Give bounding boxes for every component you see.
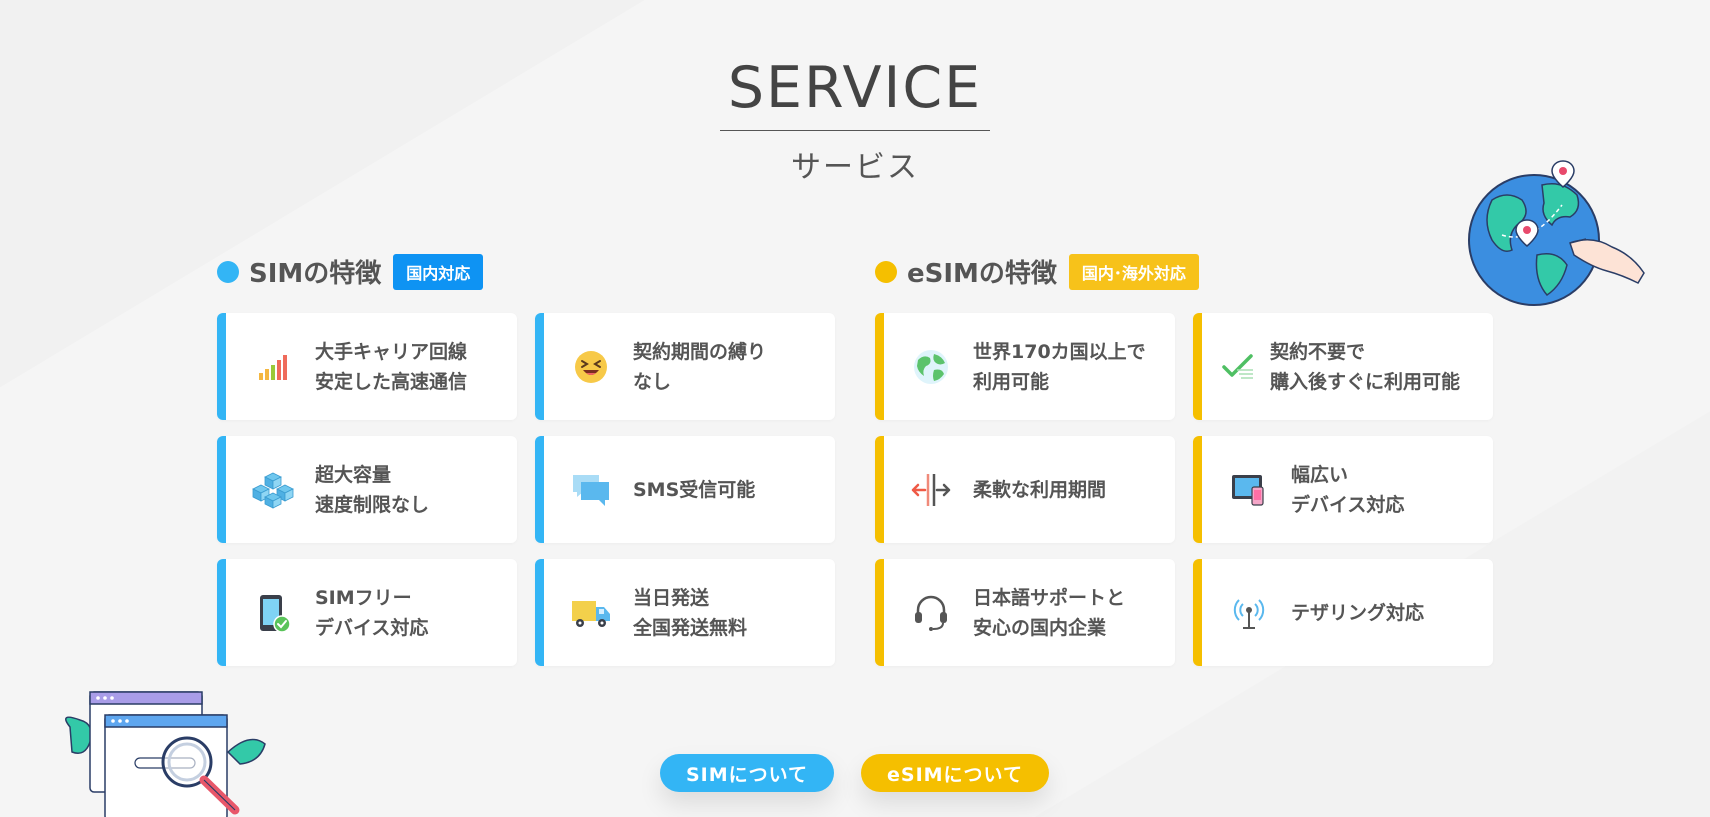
card-accent-bar xyxy=(217,436,226,543)
card-text: 契約不要で 購入後すぐに利用可能 xyxy=(1270,340,1461,393)
headset-icon xyxy=(909,591,953,635)
esim-feature-card: 世界170カ国以上で 利用可能 xyxy=(875,313,1175,420)
checkmark-icon xyxy=(1216,345,1260,389)
card-accent-bar xyxy=(875,436,884,543)
card-accent-bar xyxy=(1193,559,1202,666)
sim-section-title: SIMの特徴 xyxy=(249,259,382,289)
card-text: 大手キャリア回線 安定した高速通信 xyxy=(315,340,468,393)
card-text: 超大容量 速度制限なし xyxy=(315,463,430,516)
globe-icon xyxy=(909,345,953,389)
tethering-antenna-icon xyxy=(1227,591,1271,635)
esim-section-heading: eSIMの特徴 国内･海外対応 xyxy=(875,253,1199,290)
card-accent-bar xyxy=(535,559,544,666)
card-accent-bar xyxy=(1193,436,1202,543)
card-text: 当日発送 全国発送無料 xyxy=(633,586,748,639)
card-accent-bar xyxy=(217,559,226,666)
esim-domestic-overseas-badge: 国内･海外対応 xyxy=(1068,253,1199,290)
card-text: 日本語サポートと 安心の国内企業 xyxy=(973,586,1126,639)
laughing-face-icon xyxy=(569,345,613,389)
globe-illustration xyxy=(1462,155,1652,315)
sim-about-button[interactable]: SIMについて xyxy=(660,754,834,792)
esim-feature-card: 柔軟な利用期間 xyxy=(875,436,1175,543)
esim-feature-card: 日本語サポートと 安心の国内企業 xyxy=(875,559,1175,666)
sim-domestic-badge: 国内対応 xyxy=(393,253,484,290)
sim-feature-card: SMS受信可能 xyxy=(535,436,835,543)
esim-dot-icon xyxy=(875,260,897,283)
card-text: テザリング対応 xyxy=(1291,601,1425,624)
card-text: 世界170カ国以上で 利用可能 xyxy=(973,340,1146,393)
signal-bars-icon xyxy=(251,345,295,389)
card-accent-bar xyxy=(535,313,544,420)
card-accent-bar xyxy=(217,313,226,420)
esim-feature-card: 幅広い デバイス対応 xyxy=(1193,436,1493,543)
sim-section-heading: SIMの特徴 国内対応 xyxy=(217,253,484,290)
card-text: SIMフリー デバイス対応 xyxy=(315,586,429,639)
delivery-truck-icon xyxy=(569,591,613,635)
smartphone-check-icon xyxy=(251,591,295,635)
esim-about-button[interactable]: eSIMについて xyxy=(861,754,1049,792)
card-text: 幅広い デバイス対応 xyxy=(1291,463,1405,516)
card-accent-bar xyxy=(535,436,544,543)
sim-feature-card: 当日発送 全国発送無料 xyxy=(535,559,835,666)
sim-feature-card: 超大容量 速度制限なし xyxy=(217,436,517,543)
sim-dot-icon xyxy=(217,260,239,283)
esim-feature-card: テザリング対応 xyxy=(1193,559,1493,666)
chat-bubbles-icon xyxy=(569,468,613,512)
flexible-period-icon xyxy=(909,468,953,512)
esim-section-title: eSIMの特徴 xyxy=(907,259,1057,289)
esim-feature-card: 契約不要で 購入後すぐに利用可能 xyxy=(1193,313,1493,420)
card-text: 柔軟な利用期間 xyxy=(973,478,1107,501)
card-accent-bar xyxy=(1193,313,1202,420)
title-divider xyxy=(720,130,990,131)
data-cubes-icon xyxy=(251,468,295,512)
card-text: SMS受信可能 xyxy=(633,478,756,501)
sim-feature-card: 契約期間の縛り なし xyxy=(535,313,835,420)
card-text: 契約期間の縛り なし xyxy=(633,340,767,393)
sim-feature-card: 大手キャリア回線 安定した高速通信 xyxy=(217,313,517,420)
card-accent-bar xyxy=(875,313,884,420)
sim-feature-card: SIMフリー デバイス対応 xyxy=(217,559,517,666)
devices-icon xyxy=(1227,468,1271,512)
card-accent-bar xyxy=(875,559,884,666)
page-subtitle: サービス xyxy=(791,150,919,185)
page-title: SERVICE xyxy=(727,55,983,121)
browser-search-illustration xyxy=(60,682,270,817)
